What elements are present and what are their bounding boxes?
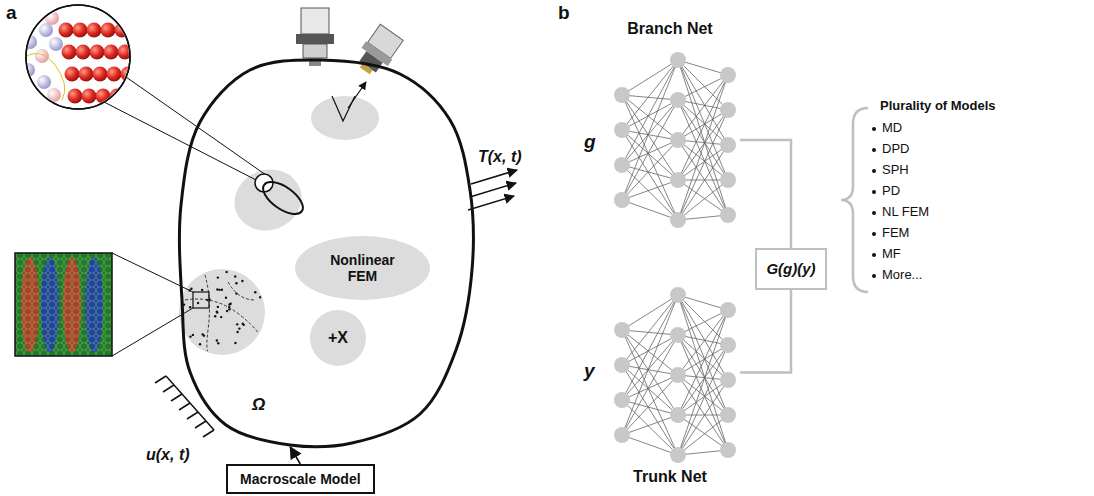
inclusion-ellipse	[258, 176, 308, 220]
leader-line	[112, 308, 193, 356]
node-text: Ω	[252, 395, 265, 415]
node-text: Branch Net	[600, 20, 740, 38]
brace	[841, 108, 868, 292]
blob-outline	[170, 55, 475, 447]
arrow-connector	[290, 447, 300, 464]
microscope-icon	[296, 8, 334, 66]
list-item: NL FEM	[882, 204, 929, 219]
network-block: Trunk Net	[600, 285, 740, 460]
beam-arrow	[348, 82, 366, 108]
panel-letter: b	[558, 2, 570, 24]
region-ellipse: Nonlinear FEM	[295, 236, 430, 300]
math-label: T(x, t)	[478, 148, 522, 166]
region-circle: +X	[310, 310, 366, 366]
list-item: SPH	[882, 162, 909, 177]
fixed-support	[155, 376, 214, 437]
particle-dots	[179, 271, 261, 355]
list-heading: Plurality of Models	[880, 98, 996, 113]
beam-lines	[332, 96, 355, 121]
traction-arrows	[468, 170, 517, 210]
math-label: u(x, t)	[146, 446, 190, 464]
signal-line	[740, 140, 791, 248]
molecular-region	[226, 160, 310, 240]
node-text: +X	[328, 329, 348, 347]
bullet-dots	[872, 127, 876, 278]
list-item: PD	[882, 183, 900, 198]
input-symbol: g	[584, 131, 596, 153]
input-symbol: y	[584, 360, 595, 382]
signal-line	[740, 290, 791, 373]
node-text: Macroscale Model	[240, 471, 361, 487]
neural-network	[614, 52, 736, 463]
list-item: MF	[882, 246, 901, 261]
node-text: Nonlinear FEM	[321, 252, 405, 284]
observed-region	[311, 96, 379, 140]
node-text: Trunk Net	[600, 468, 740, 486]
leader-line	[104, 102, 258, 181]
lattice-image	[15, 253, 112, 356]
list-item: FEM	[882, 225, 909, 240]
body-domain: Nonlinear FEM +X Ω	[170, 55, 475, 447]
leader-line	[126, 77, 266, 175]
network-block: Branch Net	[600, 50, 740, 230]
crack-lines	[185, 275, 262, 356]
bead-chains	[15, 11, 153, 104]
list-item: More...	[882, 267, 922, 282]
zoom-square	[193, 292, 209, 308]
process-box: Macroscale Model	[226, 464, 375, 494]
node-text: G(g)(y)	[766, 260, 815, 277]
panel-letter: a	[6, 2, 17, 24]
zoom-circle	[26, 5, 130, 109]
operator-box: G(g)(y)	[755, 248, 827, 290]
list-item: DPD	[882, 141, 909, 156]
particle-region	[179, 269, 265, 355]
list-item: MD	[882, 120, 902, 135]
